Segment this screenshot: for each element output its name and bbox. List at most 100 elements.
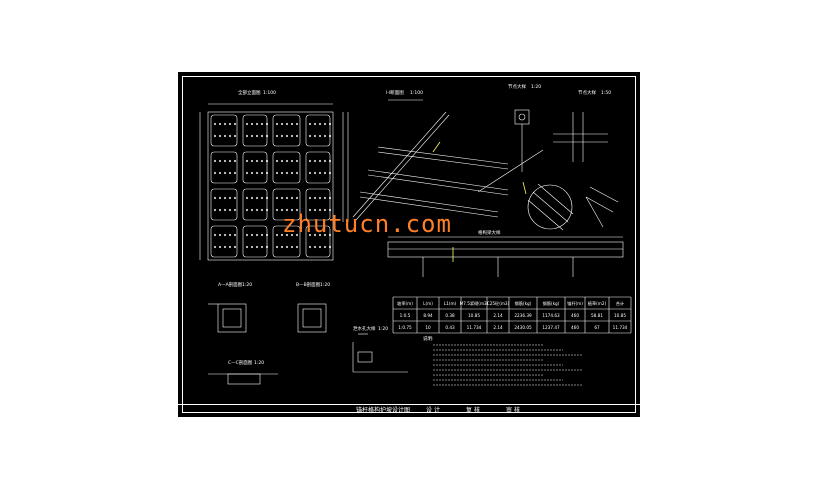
title-block-name: 锚杆格构护坡设计图 [355, 407, 410, 414]
section-bb [297, 303, 327, 333]
grass-mark [233, 159, 237, 163]
grass-mark [250, 208, 254, 212]
grass-mark [328, 171, 332, 175]
grass-mark [280, 208, 284, 212]
grass-mark [318, 171, 322, 175]
grass-mark [265, 245, 269, 249]
grid-cell [272, 225, 301, 258]
bb-title: B—B剖面图 [296, 281, 321, 288]
grass-mark [213, 233, 217, 237]
grass-mark [233, 233, 237, 237]
detail-circle [527, 183, 574, 231]
table-cell: 67 [594, 325, 600, 330]
grass-mark [233, 208, 237, 212]
svg-text:1:20: 1:20 [378, 326, 388, 332]
table-cell: 0.38 [445, 313, 455, 318]
grass-mark [308, 233, 312, 237]
grass-mark [260, 159, 264, 163]
grass-mark [285, 159, 289, 163]
grass-mark [213, 134, 217, 138]
grass-mark [290, 208, 294, 212]
grass-mark [328, 122, 332, 126]
grass-mark [328, 233, 332, 237]
grass-mark [250, 171, 254, 175]
grid-cell [210, 225, 238, 258]
table-header-cell: 坡率(m) [397, 300, 413, 307]
grass-mark [308, 245, 312, 249]
grass-mark [275, 208, 279, 212]
grid-cell [242, 225, 268, 258]
grass-mark [260, 208, 264, 212]
grass-mark [318, 196, 322, 200]
grass-mark [290, 134, 294, 138]
grass-mark [280, 134, 284, 138]
grass-mark [233, 171, 237, 175]
grass-mark [223, 196, 227, 200]
table-header-cell: 植草(m2) [588, 300, 607, 307]
grass-mark [280, 245, 284, 249]
grass-mark [245, 122, 249, 126]
grid-cell [242, 114, 268, 147]
grass-mark [260, 245, 264, 249]
grass-mark [323, 245, 327, 249]
grass-mark [275, 233, 279, 237]
grass-mark [233, 196, 237, 200]
table-cell: 10.85 [614, 313, 626, 318]
grass-mark [228, 171, 232, 175]
svg-text:1:50: 1:50 [601, 90, 611, 96]
grass-mark [228, 134, 232, 138]
grass-mark [265, 159, 269, 163]
grass-mark [295, 134, 299, 138]
grass-mark [255, 208, 259, 212]
grass-mark [295, 171, 299, 175]
grass-mark [280, 171, 284, 175]
grass-mark [323, 233, 327, 237]
grass-mark [250, 159, 254, 163]
table-cell: 0.43 [445, 325, 455, 330]
cad-drawing: 全部立面图 1:100 I-I断面图 1:100 节点大样 1:20 节点大样 … [199, 83, 632, 386]
grass-mark [223, 233, 227, 237]
table-cell: 58.81 [591, 313, 603, 318]
grass-mark [313, 233, 317, 237]
grass-mark [260, 196, 264, 200]
grass-mark [285, 233, 289, 237]
grass-mark [255, 159, 259, 163]
table-cell: 460 [571, 313, 579, 318]
grass-mark [245, 245, 249, 249]
title-block-cell: 复 核 [466, 407, 480, 414]
table-cell: 1174.63 [542, 313, 560, 318]
grass-mark [213, 245, 217, 249]
table-cell: 460 [571, 325, 579, 330]
grass-mark [290, 245, 294, 249]
grass-mark [285, 208, 289, 212]
grass-mark [260, 122, 264, 126]
grass-mark [265, 171, 269, 175]
grass-mark [313, 245, 317, 249]
table-header-cell: L1(m) [444, 301, 457, 306]
grass-mark [255, 196, 259, 200]
grid-cell [305, 151, 331, 184]
grid-cell [272, 151, 301, 184]
detail2-title: 节点大样 [578, 89, 596, 96]
table-cell: 1:0.75 [398, 325, 412, 330]
grass-mark [223, 171, 227, 175]
table-header-cell: 合计 [616, 300, 624, 307]
grass-mark [213, 122, 217, 126]
grass-mark [275, 122, 279, 126]
grass-mark [280, 122, 284, 126]
grass-mark [308, 159, 312, 163]
grass-mark [308, 171, 312, 175]
svg-text:1:20: 1:20 [254, 360, 264, 366]
grass-mark [260, 171, 264, 175]
grass-mark [250, 122, 254, 126]
grass-mark [295, 233, 299, 237]
table-cell: 2.14 [493, 313, 503, 318]
grass-mark [260, 233, 264, 237]
grass-mark [228, 245, 232, 249]
table-cell: 1237.47 [542, 325, 560, 330]
grass-mark [213, 171, 217, 175]
grass-mark [285, 122, 289, 126]
svg-text:1:100: 1:100 [410, 90, 423, 96]
grass-mark [275, 196, 279, 200]
detail1-title: 节点大样 [508, 83, 526, 90]
